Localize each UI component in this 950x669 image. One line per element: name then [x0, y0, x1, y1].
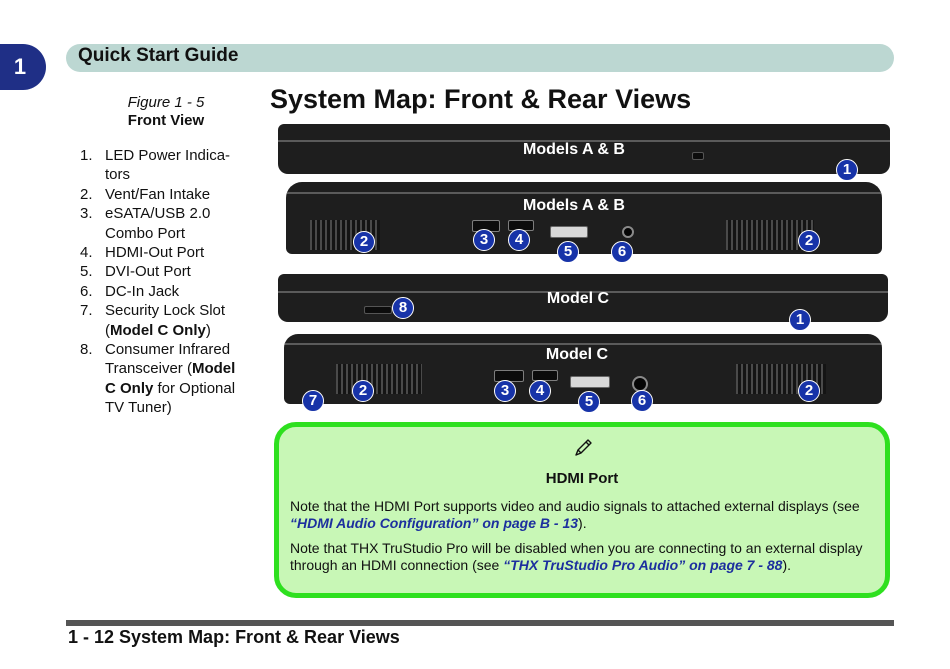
legend-item: 8. Consumer Infrared Transceiver (Model C… [80, 340, 250, 418]
note-text: Note that the HDMI Port supports video a… [290, 498, 860, 514]
figure-caption: Figure 1 - 5 Front View [96, 94, 236, 129]
legend-number: 6. [80, 282, 93, 300]
callout-badge: 2 [798, 230, 820, 252]
legend-text-bold: Model C Only [105, 360, 236, 397]
legend-text: HDMI-Out Port [105, 244, 205, 262]
pencil-icon [571, 436, 595, 460]
callout-badge: 3 [494, 380, 516, 402]
header-title: Quick Start Guide [78, 45, 239, 66]
legend-text: eSATA/USB 2.0 Combo Port [105, 205, 211, 242]
footer-rule [66, 620, 894, 626]
legend-list: 1. LED Power Indica-tors 2. Vent/Fan Intak… [80, 146, 250, 418]
legend-text-main: Consumer Infrared Transceiver [105, 341, 231, 378]
photo-label: Model C [545, 346, 609, 363]
note-heading: HDMI Port [545, 470, 619, 487]
note-paragraph: Note that THX TruStudio Pro will be disa… [290, 540, 882, 574]
legend-text-rest: for Optional TV Tuner [105, 379, 236, 417]
chapter-number: 1 [13, 54, 27, 79]
figure-name: Front View [127, 112, 205, 129]
legend-item: 3. eSATA/USB 2.0 Combo Port [80, 204, 250, 243]
figure-number: Figure 1 - 5 [127, 94, 205, 111]
photo-label: Models A & B [523, 141, 625, 158]
cross-reference-link[interactable]: “THX TruStudio Pro Audio” on page 7 - 88 [503, 557, 783, 573]
chapter-tab: 1 [0, 44, 46, 90]
legend-number: 1. [80, 147, 93, 164]
legend-item: 1. LED Power Indica-tors [80, 146, 250, 185]
photo-rear-models-ab: Models A & B [286, 182, 882, 254]
callout-badge: 4 [529, 380, 551, 402]
legend-number: 7. [80, 302, 93, 320]
callout-badge: 3 [473, 229, 495, 251]
callout-badge: 6 [611, 241, 633, 263]
photo-label: Models A & B [523, 197, 625, 214]
page-title: System Map: Front & Rear Views [270, 84, 692, 114]
legend-text: DVI-Out Port [105, 263, 191, 281]
callout-badge: 1 [789, 309, 811, 331]
legend-number: 3. [80, 205, 93, 223]
legend-item: 6. DC-In Jack [80, 282, 250, 301]
legend-number: 8. [80, 341, 93, 359]
legend-text: DC-In Jack [105, 282, 180, 300]
legend-number: 5. [80, 263, 93, 281]
header-bar [66, 44, 894, 72]
callout-badge: 2 [798, 380, 820, 402]
legend-item: 7. Security Lock Slot (Model C Only) [80, 301, 250, 340]
legend-text: Vent/Fan Intake [105, 185, 211, 203]
callout-badge: 4 [508, 229, 530, 251]
note-text: Note that THX TruStudio Pro will be disa… [290, 540, 863, 573]
note-text-end: ). [578, 515, 587, 531]
legend-item: 2. Vent/Fan Intake [80, 185, 250, 204]
legend-text-main: Security Lock Slot [105, 302, 226, 320]
legend-item: 4. HDMI-Out Port [80, 243, 250, 262]
callout-badge: 7 [302, 390, 324, 412]
callout-badge: 5 [557, 241, 579, 263]
legend-text: LED Power Indica-tors [105, 147, 231, 184]
callout-badge: 5 [578, 391, 600, 413]
photo-front-models-ab: Models A & B [278, 124, 890, 174]
callout-badge: 2 [353, 231, 375, 253]
callout-badge: 1 [836, 159, 858, 181]
legend-text: Consumer Infrared Transceiver (Model C O… [105, 341, 236, 417]
cross-reference-link[interactable]: “HDMI Audio Configuration” on page B - 1… [290, 515, 579, 531]
legend-number: 2. [80, 185, 93, 203]
photo-front-model-c: Model C [278, 274, 888, 322]
photo-label: Model C [546, 290, 610, 307]
callout-badge: 2 [352, 380, 374, 402]
footer-text: 1 - 12 System Map: Front & Rear Views [68, 627, 400, 647]
legend-text: Security Lock Slot (Model C Only) [105, 302, 226, 339]
callout-badge: 6 [631, 390, 653, 412]
legend-item: 5. DVI-Out Port [80, 262, 250, 281]
note-text-end: ). [782, 557, 792, 573]
note-paragraph: Note that the HDMI Port supports video a… [290, 498, 882, 532]
legend-text-bold: Model C Only [110, 321, 206, 339]
callout-badge: 8 [392, 297, 414, 319]
note-box [274, 422, 890, 598]
legend-number: 4. [80, 244, 93, 262]
